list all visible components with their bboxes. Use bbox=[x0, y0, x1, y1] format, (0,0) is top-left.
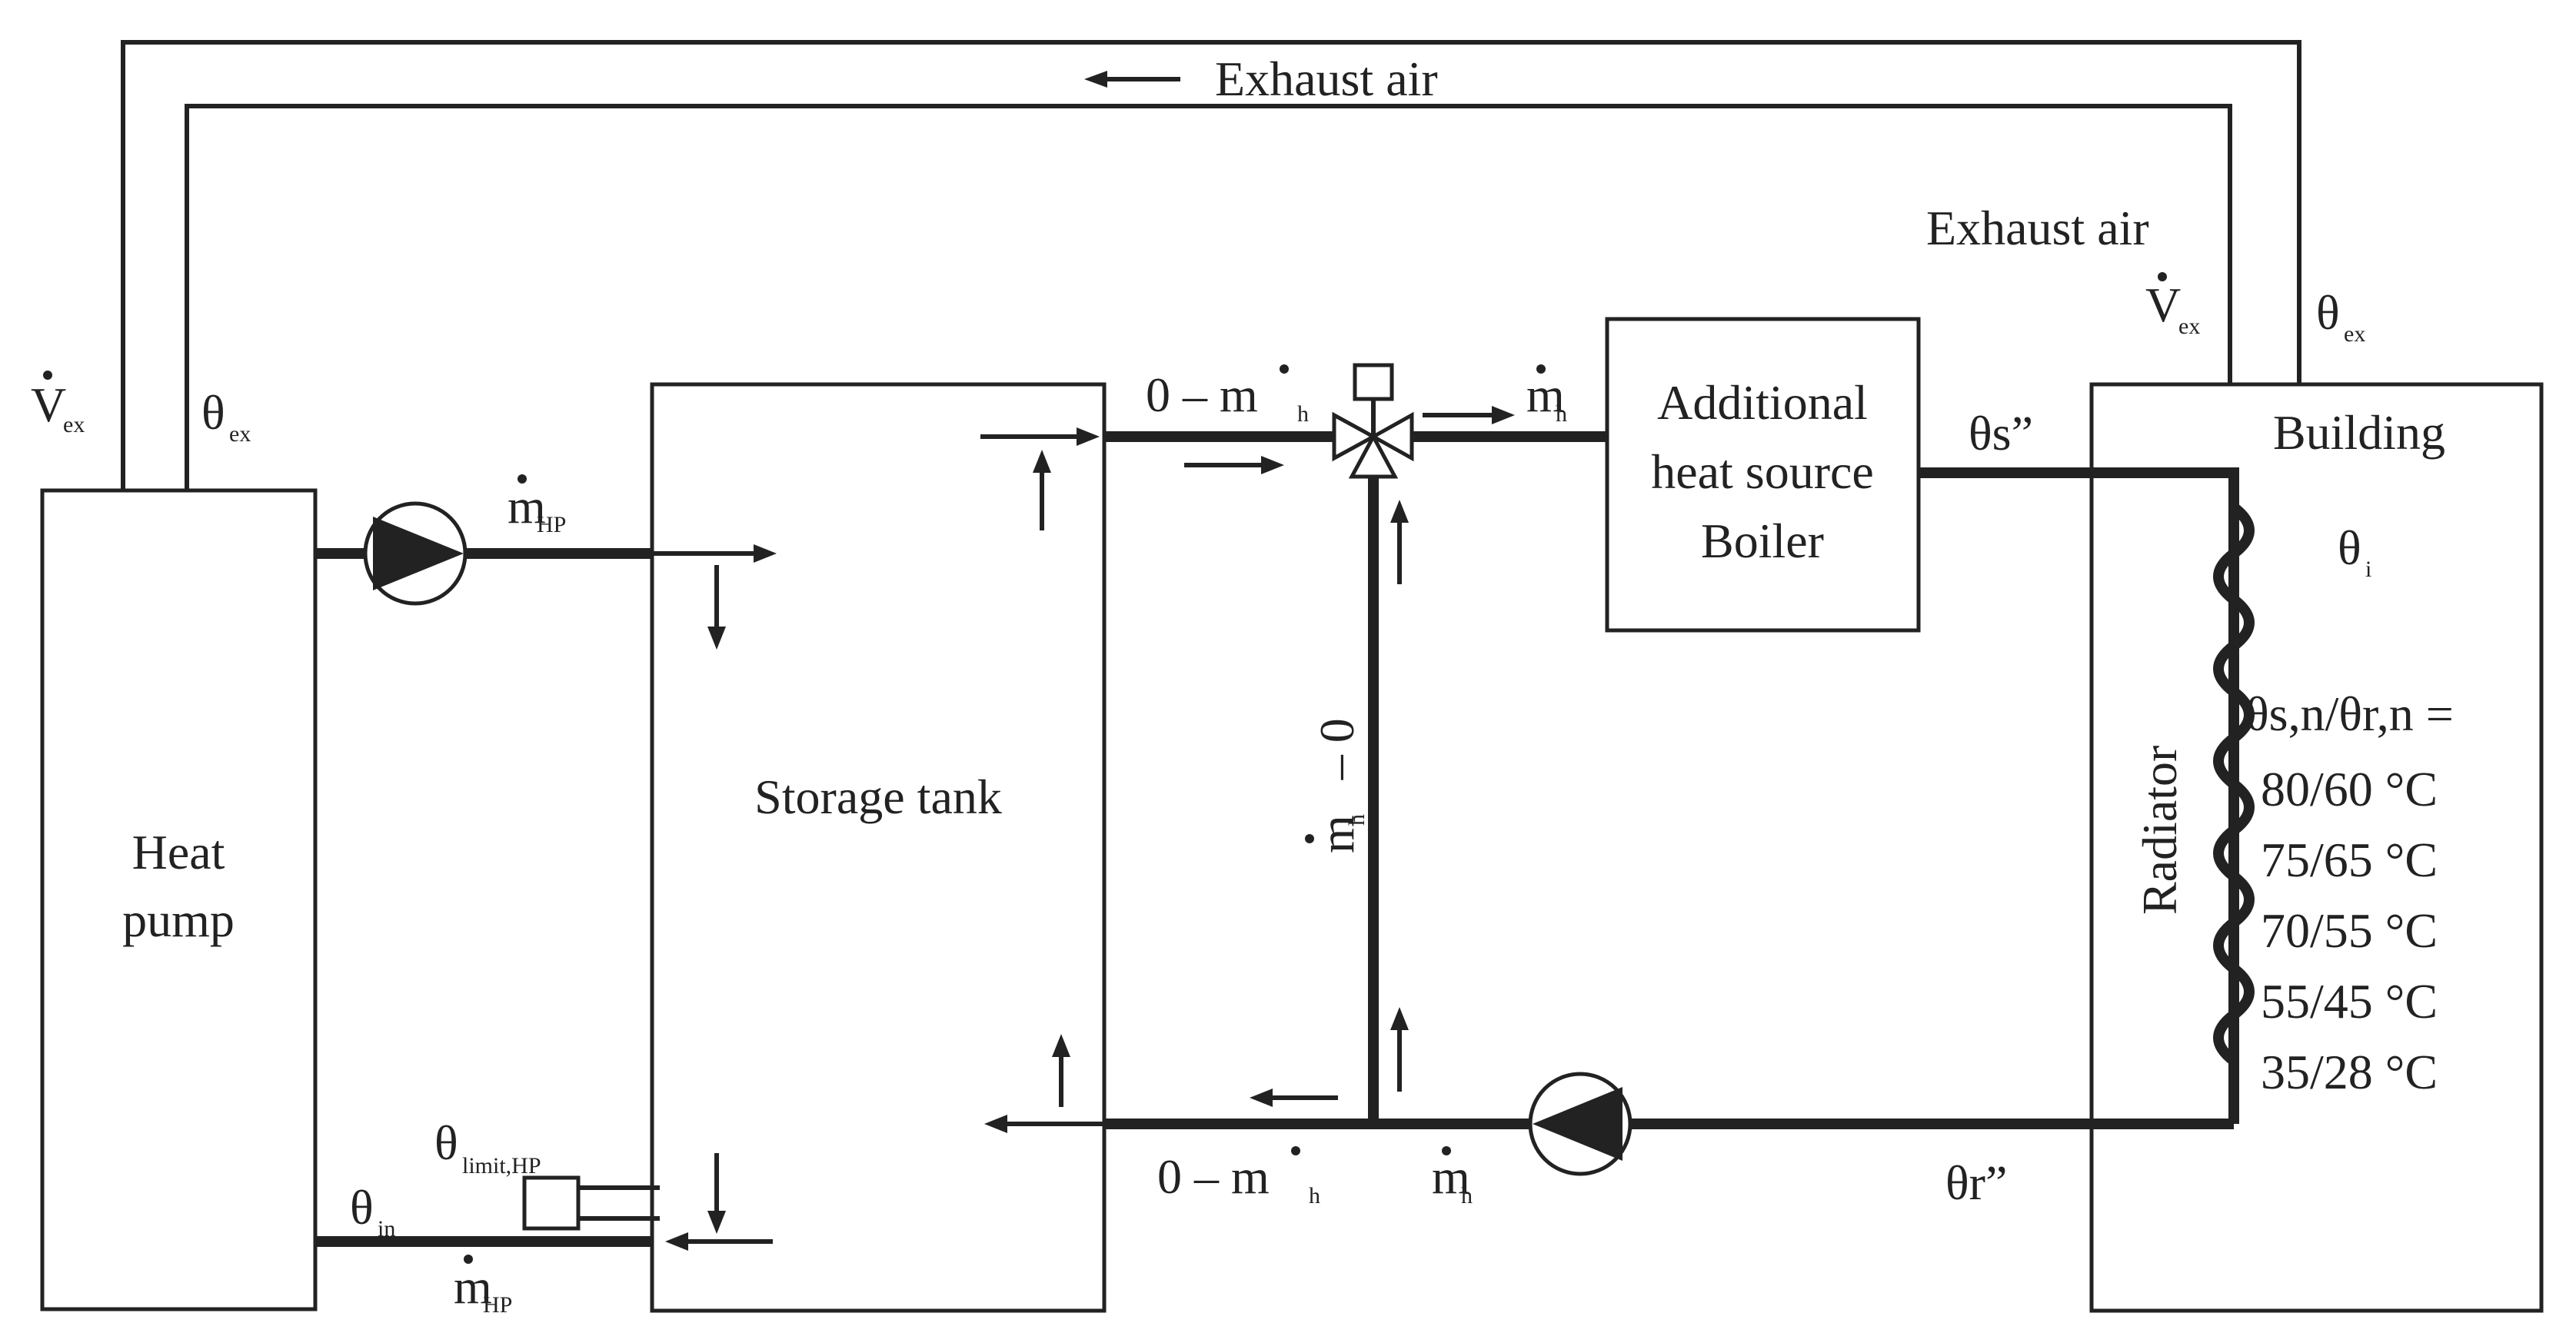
storage-tank-box bbox=[650, 382, 1107, 1313]
svg-text:m – 0: m – 0 bbox=[1310, 718, 1364, 853]
svg-text:h: h bbox=[1297, 401, 1309, 427]
vex-label-right: V ex bbox=[2145, 272, 2200, 339]
svg-text:m: m bbox=[1432, 1149, 1470, 1204]
three-way-valve bbox=[1332, 363, 1414, 479]
boiler-label-1: Additional bbox=[1657, 375, 1868, 430]
heat-pump-label-1: Heat bbox=[132, 825, 225, 879]
exhaust-air-label-right: Exhaust air bbox=[1926, 201, 2149, 255]
boiler-label-3: Boiler bbox=[1701, 514, 1824, 568]
svg-text:ex: ex bbox=[2178, 314, 2200, 339]
svg-text:i: i bbox=[2365, 557, 2371, 582]
flow-label-return-tank: 0 – m h bbox=[1157, 1146, 1320, 1208]
svg-text:θ: θ bbox=[2338, 520, 2361, 575]
svg-text:HP: HP bbox=[537, 512, 566, 537]
svg-text:ex: ex bbox=[2344, 321, 2365, 347]
hp-supply-label: m HP bbox=[508, 474, 566, 537]
hp-return-label: m HP bbox=[454, 1255, 512, 1318]
flow-label-tank-supply: 0 – m h bbox=[1146, 364, 1309, 427]
svg-text:V: V bbox=[31, 377, 66, 432]
heat-pump-label-2: pump bbox=[122, 893, 235, 947]
svg-text:ex: ex bbox=[63, 412, 85, 437]
svg-text:m: m bbox=[1526, 367, 1565, 422]
flow-label-bypass: m – 0 h bbox=[1305, 718, 1370, 853]
svg-text:m: m bbox=[454, 1259, 492, 1314]
exhaust-air-label-top: Exhaust air bbox=[1215, 52, 1438, 106]
theta-limit-label: θ limit,HP bbox=[434, 1115, 541, 1178]
svg-text:θ: θ bbox=[201, 385, 225, 440]
svg-text:θ: θ bbox=[350, 1180, 374, 1235]
svg-text:h: h bbox=[1461, 1183, 1473, 1208]
building-label: Building bbox=[2273, 405, 2445, 460]
svg-text:HP: HP bbox=[483, 1292, 512, 1318]
heating-loop-flow-arrows bbox=[980, 406, 1515, 1133]
svg-text:m: m bbox=[508, 479, 546, 534]
svg-text:in: in bbox=[378, 1216, 395, 1242]
design-temp-5: 35/28 °C bbox=[2261, 1045, 2438, 1099]
design-temp-2: 75/65 °C bbox=[2261, 833, 2438, 887]
storage-tank-label: Storage tank bbox=[754, 770, 1002, 824]
theta-s-label: θs” bbox=[1969, 406, 2033, 460]
vex-label-left: V ex bbox=[31, 371, 85, 437]
svg-text:θr”: θr” bbox=[1945, 1155, 2007, 1210]
theta-ex-label-left: θ ex bbox=[201, 385, 251, 447]
heating-circulation-pump bbox=[1528, 1072, 1632, 1176]
theta-i-label: θ i bbox=[2338, 520, 2371, 582]
svg-text:V: V bbox=[2145, 278, 2181, 332]
exhaust-air-duct bbox=[121, 40, 2301, 490]
flow-label-valve-out: m h bbox=[1526, 364, 1567, 427]
svg-text:limit,HP: limit,HP bbox=[462, 1153, 541, 1178]
theta-in-label: θ in bbox=[350, 1180, 395, 1242]
theta-ex-label-right: θ ex bbox=[2316, 285, 2365, 347]
radiator-label: Radiator bbox=[2132, 746, 2187, 915]
svg-text:h: h bbox=[1344, 814, 1370, 826]
building-box bbox=[2089, 382, 2544, 1313]
svg-text:θ: θ bbox=[2316, 285, 2340, 340]
heat-pump-circulation-pump bbox=[363, 501, 468, 606]
temperature-limit-sensor bbox=[522, 1175, 660, 1231]
flow-label-return-pump: m h bbox=[1432, 1146, 1473, 1208]
design-temp-3: 70/55 °C bbox=[2261, 903, 2438, 958]
svg-text:h: h bbox=[1309, 1183, 1320, 1208]
boiler-box bbox=[1605, 317, 1921, 633]
svg-text:0 – m: 0 – m bbox=[1157, 1149, 1270, 1204]
design-temp-4: 55/45 °C bbox=[2261, 974, 2438, 1029]
tank-flow-arrows-left bbox=[652, 544, 777, 1251]
theta-r-label: θr” bbox=[1945, 1155, 2007, 1210]
svg-text:θs”: θs” bbox=[1969, 406, 2033, 460]
svg-text:θ: θ bbox=[434, 1115, 458, 1170]
svg-text:0 – m: 0 – m bbox=[1146, 367, 1258, 422]
design-temp-1: 80/60 °C bbox=[2261, 762, 2438, 816]
svg-text:ex: ex bbox=[229, 421, 251, 447]
svg-text:h: h bbox=[1556, 401, 1567, 427]
heat-pump-box bbox=[40, 488, 318, 1311]
boiler-label-2: heat source bbox=[1651, 444, 1874, 499]
design-temps-title: θs,n/θr,n = bbox=[2245, 686, 2454, 741]
radiator-coil bbox=[2213, 473, 2255, 1124]
